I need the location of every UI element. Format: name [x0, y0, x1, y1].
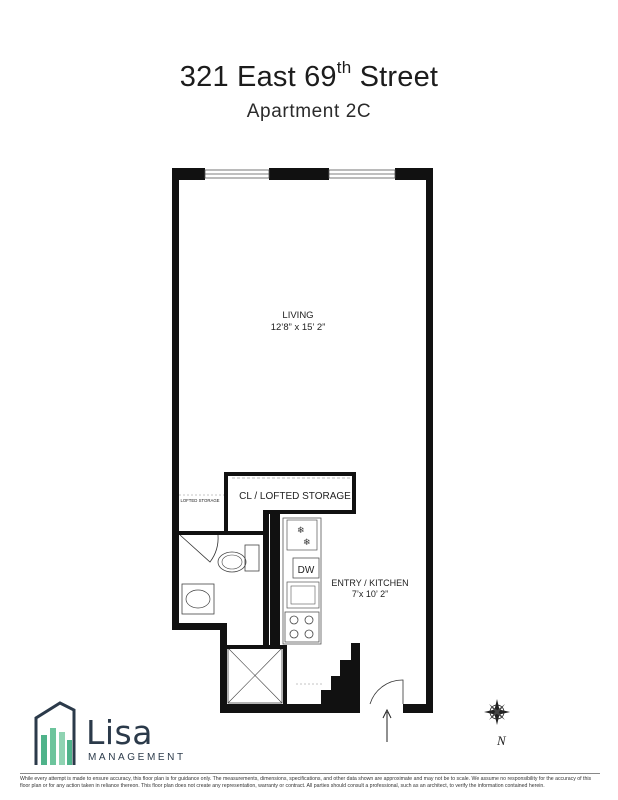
- toilet-bowl: [217, 551, 247, 573]
- bath-sink: [181, 583, 215, 615]
- wall-bath-bottom: [172, 623, 225, 630]
- dishwasher: [292, 557, 320, 579]
- wall-bath-left: [220, 623, 227, 713]
- kitchen: ❄ ❄: [282, 517, 322, 685]
- page-subtitle: Apartment 2C: [246, 101, 372, 122]
- toilet-tank: [244, 544, 260, 572]
- stair-steps: [321, 643, 360, 704]
- lisa-logo-icon: [34, 701, 76, 765]
- fridge-snowflake-icon: ❄: [303, 537, 311, 547]
- stove: [284, 611, 320, 643]
- wall-right: [426, 168, 433, 713]
- burner-2: [304, 615, 314, 625]
- title-main: 321 East 69: [179, 61, 337, 93]
- wall-left-lower: [172, 533, 179, 630]
- wall-top-left: [172, 168, 205, 180]
- living-label: LIVING: [282, 310, 313, 321]
- kitchen-label: ENTRY / KITCHEN: [331, 578, 408, 588]
- entry-door-swing: [369, 679, 404, 705]
- dishwasher-label: DW: [298, 565, 315, 576]
- kitchen-counter: [282, 517, 322, 645]
- disclaimer-text: While every attempt is made to ensure ac…: [20, 773, 600, 790]
- wall-top-right: [395, 168, 432, 180]
- closet-label: CL / LOFTED STORAGE: [239, 491, 351, 502]
- living-dims: 12’8” x 15’ 2”: [271, 322, 326, 333]
- refrigerator: [286, 519, 318, 551]
- kitchen-dims: 7’x 10’ 2”: [352, 589, 388, 599]
- title-end: Street: [351, 61, 439, 93]
- page-title: 321 East 69th Street: [0, 58, 618, 94]
- freezer-snowflake-icon: ❄: [297, 525, 305, 535]
- exterior-walls: [172, 168, 433, 713]
- wall-bottom-right: [403, 704, 433, 713]
- lofted-storage-small-label: LOFTED STORAGE: [180, 498, 219, 503]
- bath-door-swing: [179, 534, 219, 563]
- logo-tagline: MANAGEMENT: [88, 752, 186, 763]
- wall-left-upper: [172, 168, 179, 533]
- logo-name: Lisa: [86, 713, 153, 752]
- closet: [224, 472, 356, 534]
- kitchen-sink: [286, 581, 320, 609]
- title-superscript: th: [336, 58, 352, 77]
- compass-north-label: N: [497, 733, 506, 748]
- wall-bottom: [220, 704, 360, 713]
- compass-icon: [484, 699, 510, 725]
- burner-3: [289, 629, 299, 639]
- burner-4: [304, 629, 314, 639]
- bathroom: [179, 510, 287, 705]
- windows: [204, 169, 396, 179]
- wall-top-middle: [269, 168, 329, 180]
- burner-1: [289, 615, 299, 625]
